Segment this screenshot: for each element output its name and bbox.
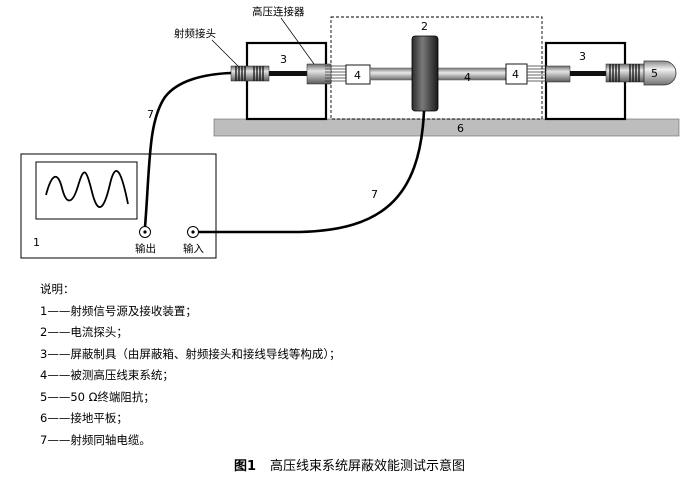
terminator-50ohm — [643, 60, 677, 86]
label-output: 输出 — [135, 242, 156, 255]
hv-connector-leader — [280, 17, 315, 65]
label-2: 2 — [421, 20, 428, 33]
label-hv-connector: 高压连接器 — [252, 5, 305, 18]
legend-item: 3——屏蔽制具（由屏蔽箱、射频接头和接线导线等构成）； — [40, 346, 341, 361]
test-setup-diagram: 射频接头 高压连接器 2 3 3 4 4 4 5 6 7 7 1 输出 输入 — [20, 5, 680, 259]
left-rf-connector — [230, 65, 270, 82]
label-rf-connector: 射频接头 — [174, 27, 216, 40]
label-4-left: 4 — [354, 69, 361, 82]
legend-item: 2——电流探头； — [40, 325, 128, 339]
figure-number: 图1 — [233, 459, 257, 474]
ground-plane — [213, 118, 680, 137]
figure-caption: 图1 高压线束系统屏蔽效能测试示意图 — [0, 455, 699, 474]
label-3-left: 3 — [280, 53, 287, 66]
label-input: 输入 — [183, 242, 204, 255]
legend-item: 7——射频同轴电缆。 — [40, 432, 151, 447]
label-6: 6 — [457, 122, 464, 135]
legend-item: 4——被测高压线束系统； — [40, 368, 174, 382]
right-rf-connector — [605, 63, 645, 83]
label-1: 1 — [33, 236, 40, 249]
right-fine-wires — [527, 65, 546, 82]
label-4-right: 4 — [512, 68, 519, 81]
right-harness-connector — [505, 63, 528, 85]
left-fine-wires — [325, 65, 346, 82]
label-4-tube: 4 — [464, 71, 471, 84]
legend-item: 1——射频信号源及接收装置； — [40, 303, 197, 318]
coax-cable-output — [143, 71, 232, 228]
legend-item: 6——接地平板； — [40, 411, 128, 425]
instrument-screen — [35, 161, 138, 220]
legend: 说明： 1——射频信号源及接收装置； 2——电流探头； 3——屏蔽制具（由屏蔽箱… — [40, 279, 341, 451]
legend-item: 5——50 Ω终端阻抗； — [40, 389, 155, 404]
current-probe — [411, 35, 439, 112]
left-inner-wire — [269, 71, 307, 76]
waveform — [45, 170, 129, 208]
rf-connector-leader — [211, 39, 239, 67]
right-hv-connector — [545, 65, 571, 83]
label-5: 5 — [651, 67, 658, 80]
legend-title: 说明： — [40, 282, 75, 296]
coax-cable-input — [198, 110, 426, 234]
figure-title: 高压线束系统屏蔽效能测试示意图 — [270, 459, 466, 474]
right-inner-wire — [570, 71, 606, 76]
label-7-left: 7 — [147, 108, 154, 121]
label-3-right: 3 — [579, 50, 586, 63]
label-7-right: 7 — [371, 188, 378, 201]
